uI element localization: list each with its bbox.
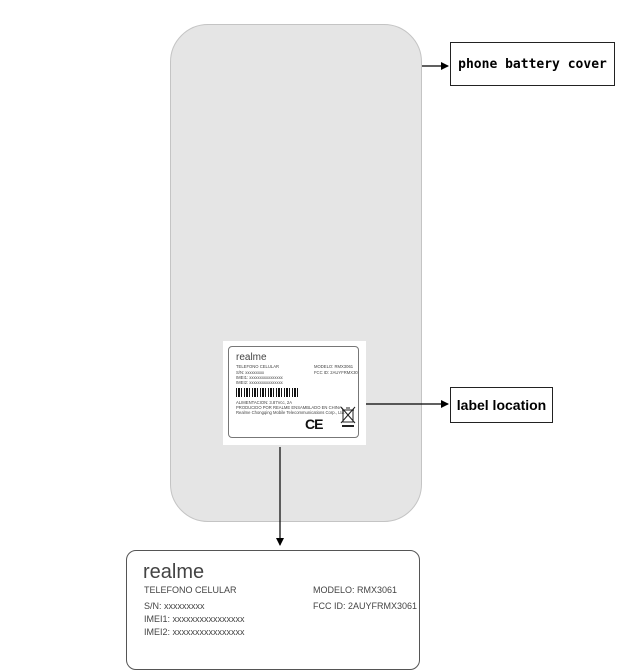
label-sn: S/N: xxxxxxxxx bbox=[144, 601, 205, 611]
label-brand: realme bbox=[143, 561, 205, 583]
label-fcc: FCC ID: 2AUYFRMX3061 bbox=[313, 601, 418, 611]
barcode bbox=[236, 388, 300, 397]
small-label: realme TELEFONO CELULAR S/N: xxxxxxxxx I… bbox=[228, 346, 359, 438]
label-location-callout: label location bbox=[450, 387, 553, 423]
small-label-product: TELEFONO CELULAR bbox=[236, 364, 280, 369]
label-imei2: IMEI2: xxxxxxxxxxxxxxxx bbox=[144, 627, 245, 637]
arrows bbox=[276, 62, 449, 546]
small-label-sn: S/N: xxxxxxxxx bbox=[236, 370, 265, 375]
ce-mark: CE bbox=[305, 416, 323, 432]
small-label-brand: realme bbox=[236, 352, 267, 363]
label-location-thumbnail: realme TELEFONO CELULAR S/N: xxxxxxxxx I… bbox=[223, 341, 366, 445]
small-label-model: MODELO: RMX3061 bbox=[314, 364, 354, 369]
small-label-line-3: Realme Chongqing Mobile Telecommunicatio… bbox=[236, 410, 346, 415]
small-label-line-1: ALIMENTACION: 3.87Vcc, 2A bbox=[236, 400, 293, 405]
label-imei1: IMEI1: xxxxxxxxxxxxxxxx bbox=[144, 614, 245, 624]
label-product: TELEFONO CELULAR bbox=[144, 585, 237, 595]
weee-bin-icon bbox=[340, 406, 356, 427]
small-label-imei1: IMEI1: xxxxxxxxxxxxxxxx bbox=[236, 375, 283, 380]
small-label-line-2: PRODUCIDO POR REALME ENSAMBLADO EN CHINA bbox=[236, 405, 342, 410]
enlarged-label: realme TELEFONO CELULAR S/N: xxxxxxxxx I… bbox=[126, 550, 420, 670]
small-label-imei2: IMEI2: xxxxxxxxxxxxxxxx bbox=[236, 380, 283, 385]
phone-battery-cover-callout: phone battery cover bbox=[450, 42, 615, 86]
small-label-fcc: FCC ID: 2AUYFRMX3061 bbox=[314, 370, 359, 375]
label-model: MODELO: RMX3061 bbox=[313, 585, 398, 595]
